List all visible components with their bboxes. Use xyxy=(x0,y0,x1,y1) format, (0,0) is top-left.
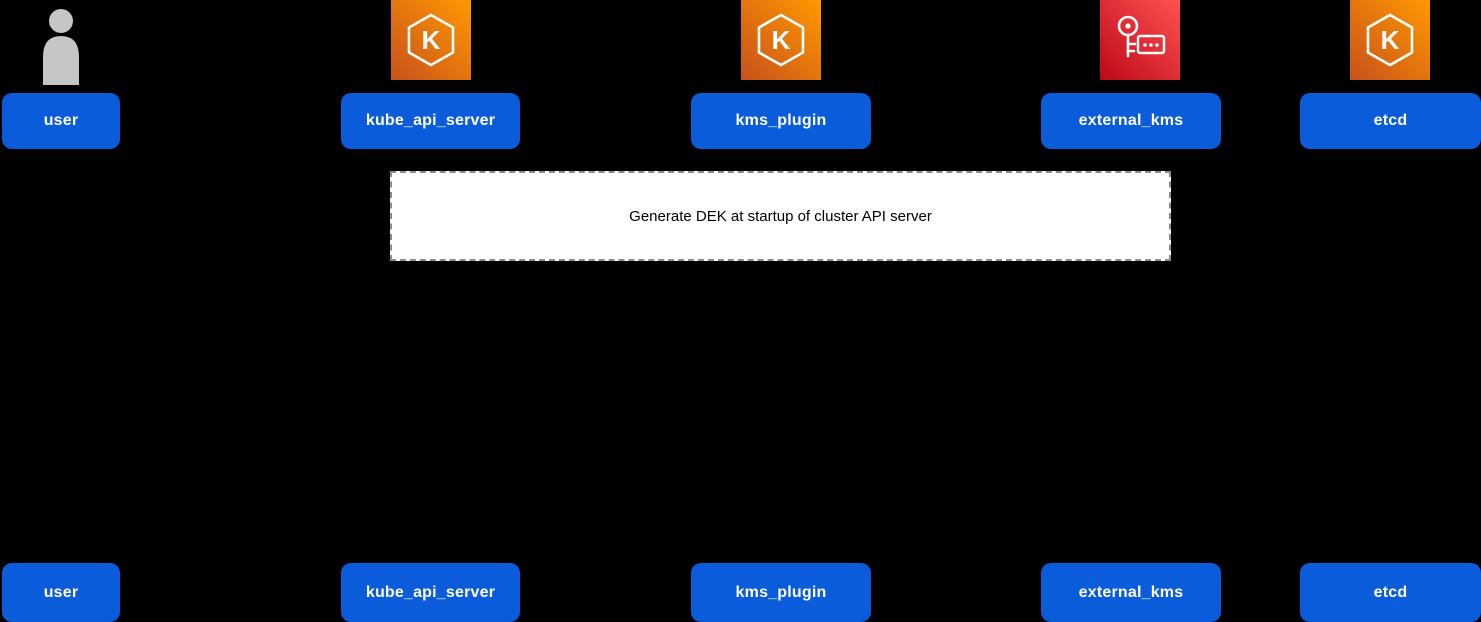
participant-box-external-kms-top: external_kms xyxy=(1041,93,1221,149)
participant-box-etcd-top: etcd xyxy=(1300,93,1481,149)
participant-box-user-bottom: user xyxy=(2,563,120,622)
eks-hexagon-k-icon: K xyxy=(741,0,821,80)
note-box: Generate DEK at startup of cluster API s… xyxy=(390,171,1171,261)
svg-text:K: K xyxy=(772,25,791,55)
svg-text:K: K xyxy=(1381,25,1400,55)
participant-box-external-kms-bottom: external_kms xyxy=(1041,563,1221,622)
kms-key-icon xyxy=(1100,0,1180,80)
note-label: Generate DEK at startup of cluster API s… xyxy=(629,207,932,225)
participant-box-kms-plugin-bottom: kms_plugin xyxy=(691,563,871,622)
participant-box-kube-api-server-bottom: kube_api_server xyxy=(341,563,520,622)
eks-hexagon-k-icon: K xyxy=(391,0,471,80)
participant-box-kube-api-server-top: kube_api_server xyxy=(341,93,520,149)
eks-hexagon-k-icon: K xyxy=(1350,0,1430,80)
svg-text:K: K xyxy=(422,25,441,55)
participant-box-user-top: user xyxy=(2,93,120,149)
participant-box-etcd-bottom: etcd xyxy=(1300,563,1481,622)
participant-box-kms-plugin-top: kms_plugin xyxy=(691,93,871,149)
person-icon xyxy=(43,9,79,85)
